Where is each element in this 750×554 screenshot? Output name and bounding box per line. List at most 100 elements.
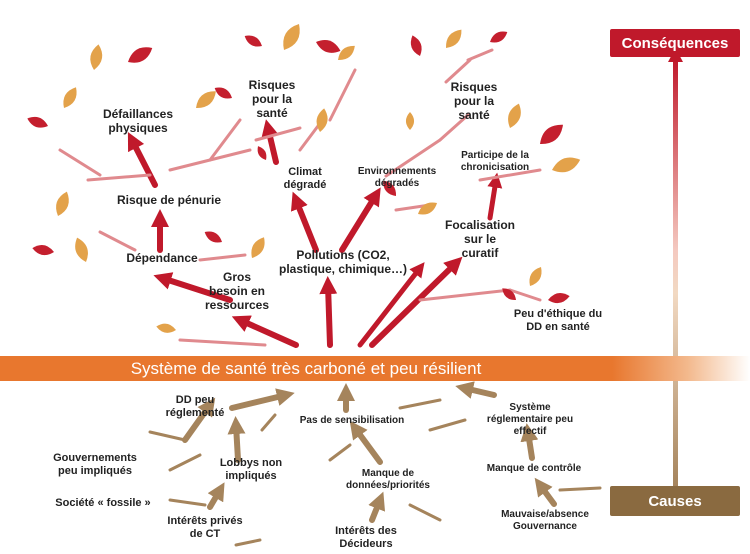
branch-up-4 <box>208 118 242 162</box>
banner-gradient-cap <box>612 356 750 381</box>
leaf-28 <box>548 293 570 304</box>
leaf-2 <box>90 44 103 70</box>
leaf-4 <box>27 116 48 128</box>
branch-up-16 <box>508 288 542 302</box>
leaf-11 <box>251 237 265 258</box>
leaf-6 <box>214 87 232 99</box>
label-environnements-degrades: Environnements dégradés <box>357 166 437 189</box>
label-manque-donnees: Manque de données/priorités <box>346 468 430 491</box>
arrow-to-pollutions <box>319 276 338 348</box>
cause-arrow-7 <box>368 491 386 523</box>
leaf-25 <box>552 157 581 173</box>
label-defaillances-physiques: Défaillances physiques <box>102 107 174 136</box>
label-pollutions: Pollutions (CO2, plastique, chimique…) <box>278 248 407 277</box>
branch-up-7 <box>198 253 247 262</box>
leaf-17 <box>257 146 267 160</box>
label-participe-chronicisation: Participe de la chronicisation <box>460 150 530 173</box>
cause-arrow-3 <box>227 416 246 463</box>
cause-arrow-9 <box>520 423 539 461</box>
branch-up-18 <box>466 48 494 62</box>
arrow-to-participe <box>487 172 503 221</box>
cause-arrow-10 <box>534 477 557 507</box>
leaf-3 <box>63 87 77 108</box>
branch-up-12 <box>438 113 470 142</box>
label-lobbys: Lobbys non impliqués <box>219 457 283 482</box>
label-interets-prives: Intérêts privés de CT <box>167 515 243 540</box>
vertical-axis <box>673 58 678 486</box>
cause-arrow-1 <box>229 388 295 411</box>
label-climat-degrade: Climat dégradé <box>283 166 327 191</box>
leaf-20 <box>490 31 508 43</box>
leaf-22 <box>418 202 438 215</box>
leaf-5 <box>196 91 216 109</box>
cause-branch-8 <box>408 503 442 522</box>
label-dd-peu-reglemente: DD peu réglementé <box>165 394 225 419</box>
cause-branch-4 <box>260 413 277 432</box>
branch-up-2 <box>58 148 102 177</box>
cause-arrow-8 <box>455 381 497 399</box>
arrow-to-pollutions-right <box>357 262 425 348</box>
arrow-to-gros-besoin <box>231 315 299 348</box>
leaf-30 <box>156 323 176 333</box>
leaf-10 <box>204 231 222 243</box>
arrow-to-climat <box>290 191 319 253</box>
label-peu-ethique: Peu d'éthique du DD en santé <box>513 308 603 333</box>
leaf-12 <box>283 24 300 50</box>
cause-branch-1 <box>148 430 187 442</box>
branch-up-9 <box>298 124 320 152</box>
cause-branch-10 <box>234 538 262 547</box>
branch-up-17 <box>444 58 472 84</box>
leaf-15 <box>338 45 355 61</box>
label-manque-controle: Manque de contrôle <box>486 463 582 474</box>
leaf-26 <box>508 103 521 128</box>
consequences-box: Conséquences <box>610 29 740 57</box>
cause-arrow-2 <box>182 397 216 443</box>
leaf-7 <box>56 191 69 216</box>
cause-arrow-4 <box>207 482 225 510</box>
branch-up-10 <box>328 68 357 122</box>
arrow-to-dependance <box>153 272 233 303</box>
label-societe-fossile: Société « fossile » <box>55 497 151 509</box>
leaf-19 <box>445 29 462 48</box>
leaf-18 <box>410 35 422 56</box>
leaf-9 <box>75 237 88 262</box>
cause-branch-5 <box>398 398 442 410</box>
system-banner: Système de santé très carboné et peu rés… <box>0 356 612 381</box>
label-systeme-reglementaire: Système réglementaire peu effectif <box>486 402 574 437</box>
leaf-1 <box>128 47 153 63</box>
branch-up-6 <box>178 338 267 347</box>
leaf-21 <box>383 180 397 196</box>
branch-up-11 <box>384 138 442 178</box>
label-risques-sante-1: Risques pour la santé <box>248 78 296 121</box>
branch-up-15 <box>418 288 512 302</box>
label-risque-penurie: Risque de pénurie <box>116 193 222 207</box>
arrow-to-focalisation <box>369 256 463 348</box>
arrow-to-risques-sante-1 <box>261 119 279 165</box>
label-pas-sensibilisation: Pas de sensibilisation <box>299 415 405 426</box>
arrow-to-environnements <box>339 187 381 253</box>
label-risques-sante-2: Risques pour la santé <box>450 80 498 123</box>
leaf-29 <box>502 288 516 301</box>
label-dependance: Dépendance <box>126 251 198 265</box>
leaf-23 <box>405 112 415 130</box>
branch-up-5 <box>98 230 137 252</box>
branch-up-14 <box>478 168 542 182</box>
cause-arrow-6 <box>349 420 383 465</box>
label-interets-decideurs: Intérêts des Décideurs <box>335 525 397 550</box>
leaf-24 <box>540 124 563 145</box>
leaf-8 <box>32 245 54 256</box>
cause-branch-9 <box>558 486 602 492</box>
label-mauvaise-gouvernance: Mauvaise/absence Gouvernance <box>501 509 589 532</box>
leaf-16 <box>316 108 328 132</box>
branch-up-1 <box>86 173 152 182</box>
label-gros-besoin: Gros besoin en ressources <box>204 270 270 313</box>
leaf-27 <box>529 266 542 286</box>
branch-up-8 <box>254 126 302 142</box>
cause-branch-3 <box>168 498 207 507</box>
leaf-14 <box>316 40 341 53</box>
leaf-13 <box>244 35 262 47</box>
cause-branch-2 <box>168 453 202 472</box>
cause-branch-7 <box>328 443 352 462</box>
